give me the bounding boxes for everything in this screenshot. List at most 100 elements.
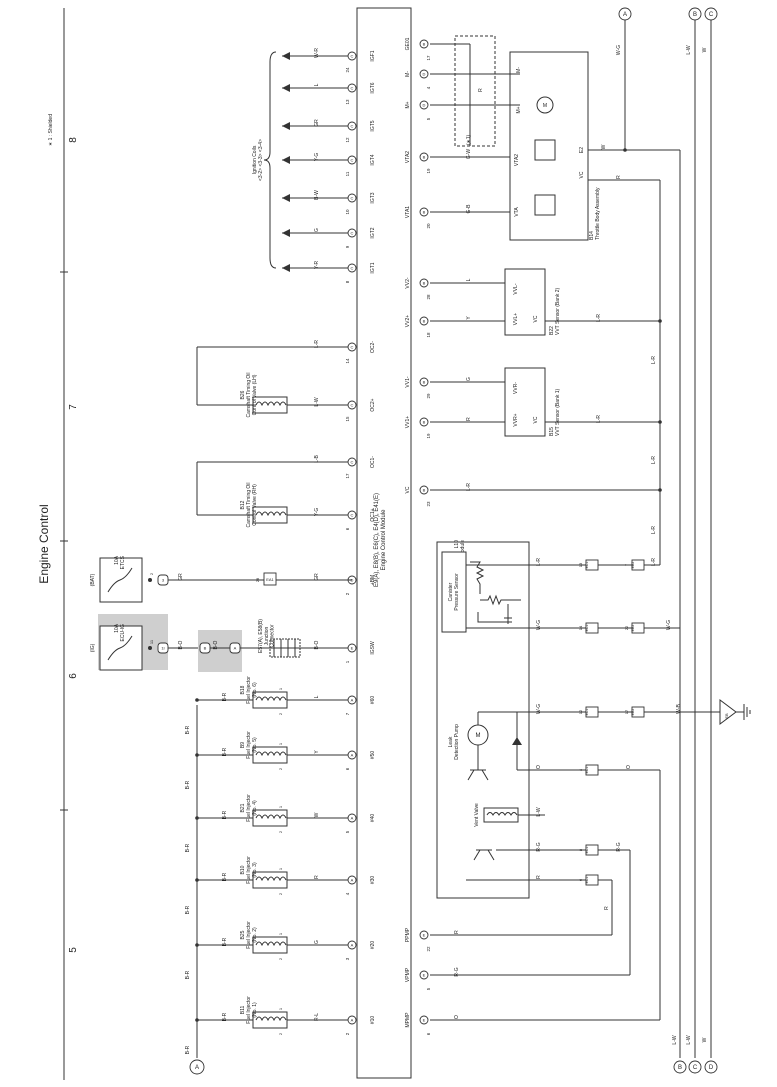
mpmp-route-label: O xyxy=(626,765,632,769)
injector-b18 xyxy=(252,691,288,709)
ecm-left-pin-num: C xyxy=(351,345,354,350)
ecm-right-pins: E6MPMPE5VPMPE22PPMPB23VCB19VV1+B29VV1-B1… xyxy=(405,37,431,1035)
injector-id: B25 xyxy=(240,930,246,939)
offpage-b-wire-label: L-W xyxy=(672,1035,678,1044)
injector-b11 xyxy=(252,1011,288,1029)
offpage-label: A xyxy=(623,12,627,18)
ecm-right-pin-num: B xyxy=(423,42,426,47)
fuse-term-dot xyxy=(148,646,152,650)
bm-connector-pin: 28 xyxy=(255,577,260,582)
ecm-left-pin-name: OC2- xyxy=(370,341,376,353)
ecm-right-pin-num: 22 xyxy=(426,946,431,952)
connector-code: EC1 xyxy=(585,877,589,884)
ecm-right-pin-name: VV1+ xyxy=(405,416,411,428)
arrow-icon xyxy=(282,229,290,237)
ecm-right-pin-num: B xyxy=(423,319,426,324)
ecm-right-pin-num: 6 xyxy=(426,1032,431,1035)
injector-name: Fuel Injector xyxy=(246,996,252,1024)
fuse-wire-label: B-O xyxy=(178,640,184,649)
ecm-left-pin-num: 10 xyxy=(345,209,350,215)
throttle-e2-label: W xyxy=(601,144,607,149)
feed-junction-dot xyxy=(195,698,199,702)
pin-num: 1 xyxy=(278,687,283,690)
ppmp-route-label: R xyxy=(604,906,610,910)
pin-num: 2 xyxy=(278,712,283,715)
vpmp-label: R-G xyxy=(536,842,542,851)
ecm-left-pin-num: 2 xyxy=(345,592,350,595)
ecm-left-pin-num: C xyxy=(351,231,354,236)
ocv-id: B12 xyxy=(240,500,246,509)
ecm-left-pin-name: IGT3 xyxy=(370,192,376,203)
ecm-left-pin-name: IGT5 xyxy=(370,120,376,131)
ecm-body xyxy=(356,7,412,1079)
arrow-icon xyxy=(282,264,290,272)
vent-valve xyxy=(483,807,519,823)
vta1-label: G-B xyxy=(466,204,472,214)
injector-wire-label: B-R xyxy=(222,937,228,946)
ecm-left-pin-num: 9 xyxy=(345,245,350,248)
injector-ecm-wire-label: Y xyxy=(314,750,320,754)
transistor-icon xyxy=(473,849,495,861)
column-number: 8 xyxy=(68,137,79,143)
page-title: Engine Control xyxy=(37,504,51,583)
ecm-left-pin-num: C xyxy=(351,196,354,201)
vc-bus-label: L-R xyxy=(651,456,657,464)
vta2-label: G-W xyxy=(466,149,472,160)
connector-code: EC1 xyxy=(585,709,589,716)
ecm-left-pin-name: IGT2 xyxy=(370,227,376,238)
ignition-label: Ignition Coils xyxy=(252,145,258,174)
ecm-right-pin-name: VV1- xyxy=(405,376,411,387)
pump-wire-label: W-G xyxy=(536,704,542,714)
injector-b25 xyxy=(252,936,288,954)
ecm-left-pin-num: 7 xyxy=(345,712,350,715)
sensor-b15 xyxy=(504,367,546,437)
injector-name: Fuel Injector xyxy=(246,856,252,884)
ecm-left-pin-num: 24 xyxy=(345,67,350,73)
connector-code: EC1 xyxy=(585,767,589,774)
sensor-vc-label: L-R xyxy=(596,415,602,423)
sensor-pin: VC xyxy=(533,416,539,423)
ground-code: EB xyxy=(724,713,729,719)
ecm-left-pin-num: 4 xyxy=(345,892,350,895)
fuse-icon xyxy=(107,635,133,661)
fuse-name: ETCS xyxy=(120,555,126,569)
ecm-left-pin-num: 12 xyxy=(345,137,350,143)
sensor-plus-label: Y xyxy=(466,316,472,320)
throttle-pin: VC xyxy=(579,171,585,178)
resistor-icon xyxy=(480,594,521,606)
ecm-left-pin-name: #20 xyxy=(370,941,376,950)
ecm-left-pin-num: C xyxy=(351,124,354,129)
fuse-connector-code: 1I xyxy=(161,646,164,651)
sensor-plus-label: R xyxy=(466,417,472,421)
offpage-d-wire-label: W xyxy=(702,1037,708,1042)
ecm-right-pin xyxy=(419,152,429,162)
pin-num: 1 xyxy=(278,1007,283,1010)
offpage-label: B xyxy=(678,1065,682,1071)
bm-connector xyxy=(263,572,277,586)
ecm-left-pin-num: E xyxy=(351,646,354,651)
ecm-mpmp-label: O xyxy=(454,1015,460,1019)
connector-code: EB2 xyxy=(631,625,635,632)
ocv-plus-label: L-W xyxy=(314,397,320,406)
throttle-pin: VTA2 xyxy=(514,154,520,166)
injector-coil-icon xyxy=(255,941,287,947)
pin-num: 2 xyxy=(278,1032,283,1035)
ecm-left-pin-name: +BM xyxy=(370,575,376,585)
sensor-pin: VVL+ xyxy=(513,313,519,325)
throttle-name: Throttle Body Assembly xyxy=(595,187,601,240)
shield-note: (∗1) xyxy=(466,135,472,146)
ground-icon xyxy=(736,704,751,720)
bm-connector-code: EA1 xyxy=(266,577,274,582)
ecm-left-pin-num: A xyxy=(351,698,354,703)
injector-name: (No. 6) xyxy=(252,682,258,698)
junction-body xyxy=(269,638,301,658)
column-number: 7 xyxy=(68,404,79,410)
ecm-right-pin-name: PPMP xyxy=(405,927,411,942)
leak-pump-label: Leak xyxy=(448,736,454,747)
ecm-right-pin xyxy=(419,39,429,49)
ecm-right-pin-name: VTA2 xyxy=(405,151,411,163)
sensor-minus-label: L xyxy=(466,278,472,281)
